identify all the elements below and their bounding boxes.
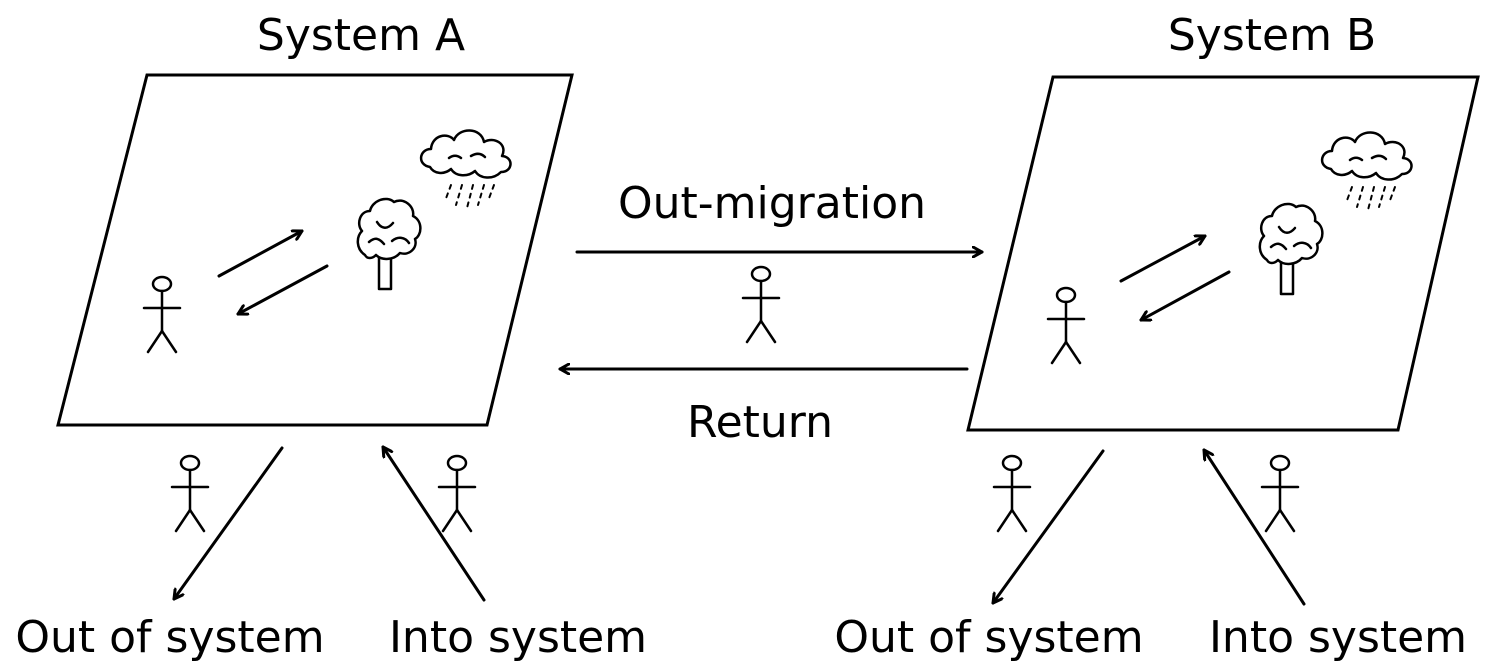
- person-icon: [437, 454, 477, 533]
- system-b-out-label: Out of system: [834, 612, 1143, 663]
- environment-to-human-arrow: [1139, 270, 1231, 320]
- out-migration-label: Out-migration: [618, 178, 926, 229]
- system-a-group: System A Out of system Into system: [15, 10, 647, 663]
- system-b-plane: [966, 75, 1480, 432]
- person-icon: [992, 454, 1032, 533]
- migration-flows: Out-migration Return: [558, 178, 984, 448]
- environment-to-human-arrow: [236, 264, 329, 314]
- system-a-title: System A: [257, 10, 465, 61]
- person-icon: [170, 454, 210, 533]
- system-a-in-label: Into system: [389, 612, 647, 663]
- system-a-out-arrow: [172, 446, 284, 601]
- system-b-title: System B: [1168, 10, 1376, 61]
- person-icon: [1260, 454, 1300, 533]
- system-b-in-label: Into system: [1209, 612, 1467, 663]
- return-label: Return: [687, 397, 833, 448]
- system-a-plane: [56, 73, 574, 427]
- system-b-group: System B Out of system Into system: [834, 10, 1480, 663]
- system-a-out-label: Out of system: [15, 612, 324, 663]
- system-b-in-arrow: [1202, 448, 1306, 606]
- person-icon: [741, 265, 781, 344]
- human-to-environment-arrow: [1119, 236, 1207, 283]
- system-a-in-arrow: [381, 445, 486, 602]
- system-b-out-arrow: [991, 449, 1105, 605]
- human-to-environment-arrow: [217, 231, 304, 278]
